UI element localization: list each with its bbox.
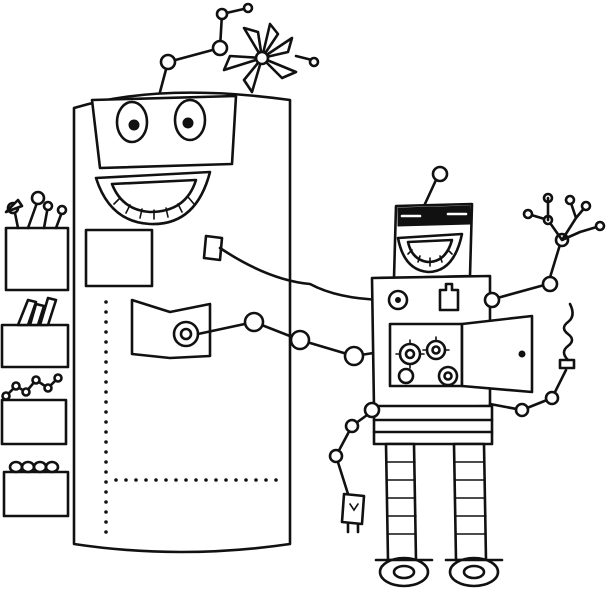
shelf-box-2 — [0, 323, 70, 369]
shelf-box-3 — [0, 398, 68, 446]
small-robot-visor — [397, 205, 471, 227]
seam-dot — [104, 420, 108, 424]
seam-dot — [104, 460, 108, 464]
shelf-box-1 — [4, 226, 70, 292]
pinwheel-icon — [222, 22, 320, 94]
seam-dot — [104, 400, 108, 404]
seam-dot — [134, 478, 138, 482]
seam-dot — [104, 410, 108, 414]
small-robot-mouth — [396, 232, 464, 274]
big-robot-seam-dots — [104, 300, 278, 534]
seam-dot — [104, 310, 108, 314]
seam-dot — [104, 490, 108, 494]
seam-dot — [154, 478, 158, 482]
seam-dot — [244, 478, 248, 482]
seam-dot — [104, 350, 108, 354]
shelf-books — [16, 296, 58, 327]
big-robot-face-panel — [90, 94, 238, 170]
seam-dot — [114, 478, 118, 482]
seam-dot — [104, 380, 108, 384]
battery-icon — [438, 282, 460, 312]
small-robot-left-arm — [328, 401, 381, 534]
big-robot-mouth — [94, 170, 212, 226]
shelf-box-4 — [2, 470, 70, 518]
seam-dot — [104, 510, 108, 514]
shelf-top-items — [4, 190, 68, 230]
small-robot — [328, 165, 606, 588]
seam-dot — [254, 478, 258, 482]
shelf-round-items — [8, 460, 60, 474]
shelf-unit — [0, 190, 70, 518]
seam-dot — [104, 450, 108, 454]
seam-dot — [104, 500, 108, 504]
shelf-circuit-items — [1, 373, 63, 401]
small-robot-right-arm — [483, 192, 606, 309]
seam-dot — [104, 360, 108, 364]
seam-dot — [214, 478, 218, 482]
small-robot-antenna-ball — [431, 165, 449, 183]
plug-cable — [202, 234, 392, 302]
seam-dot — [144, 478, 148, 482]
seam-dot — [204, 478, 208, 482]
big-robot-chest-panel — [84, 228, 154, 288]
seam-dot — [174, 478, 178, 482]
small-robot-door — [460, 314, 534, 394]
seam-dot — [124, 478, 128, 482]
seam-dot — [104, 300, 108, 304]
small-robot-spring-arm — [488, 302, 576, 418]
small-robot-base — [372, 404, 494, 446]
seam-dot — [104, 530, 108, 534]
seam-dot — [194, 478, 198, 482]
seam-dot — [234, 478, 238, 482]
seam-dot — [104, 430, 108, 434]
seam-dot — [224, 478, 228, 482]
seam-dot — [164, 478, 168, 482]
big-robot-antenna — [158, 2, 320, 94]
seam-dot — [104, 340, 108, 344]
seam-dot — [104, 440, 108, 444]
seam-dot — [104, 330, 108, 334]
seam-dot — [184, 478, 188, 482]
seam-dot — [104, 390, 108, 394]
chain-arm — [196, 311, 382, 367]
big-robot — [72, 2, 392, 554]
seam-dot — [264, 478, 268, 482]
seam-dot — [274, 478, 278, 482]
gears-icon — [395, 336, 459, 387]
small-robot-legs — [374, 442, 504, 588]
big-robot-eyes — [115, 98, 207, 144]
seam-dot — [104, 520, 108, 524]
seam-dot — [104, 480, 108, 484]
seam-dot — [104, 470, 108, 474]
seam-dot — [104, 370, 108, 374]
seam-dot — [104, 320, 108, 324]
